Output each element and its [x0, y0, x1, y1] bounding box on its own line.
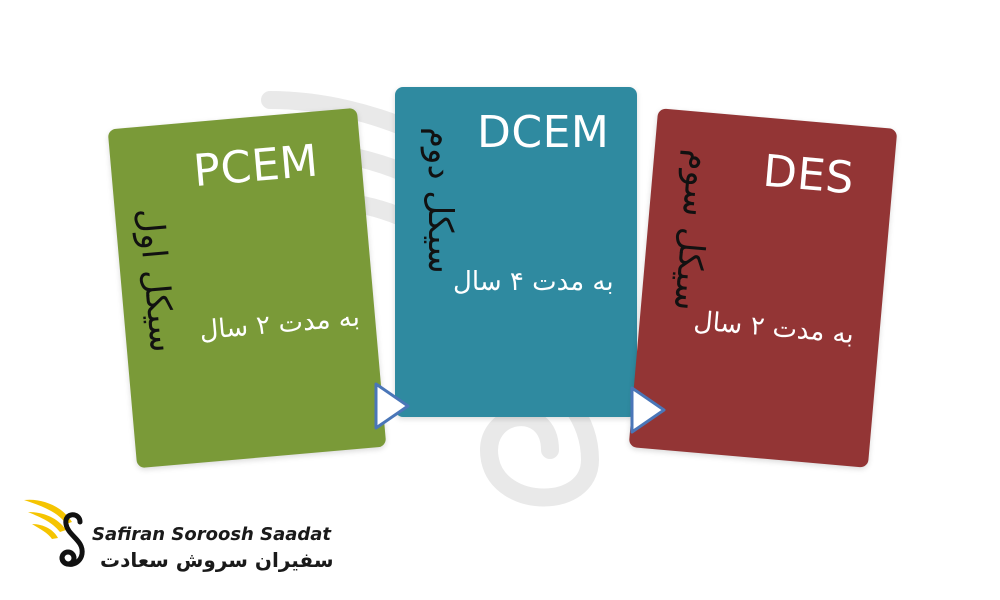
- arrow-right-icon: [630, 386, 666, 434]
- card-duration: به مدت ۴ سال: [453, 267, 614, 297]
- card-cycle-label: سیکل سوم: [665, 148, 720, 313]
- brand-name-english: Safiran Soroosh Saadat: [92, 524, 332, 545]
- brand-logo: Safiran Soroosh Saadat سفیران سروش سعادت: [22, 492, 334, 582]
- card-title: PCEM: [191, 135, 321, 198]
- card-first-cycle: PCEM سیکل اول به مدت ۲ سال: [107, 107, 387, 469]
- card-duration: به مدت ۲ سال: [692, 306, 856, 351]
- card-third-cycle: DES سیکل سوم به مدت ۲ سال: [628, 108, 898, 468]
- swan-logo-icon: [24, 499, 85, 567]
- brand-name-persian: سفیران سروش سعادت: [100, 548, 334, 572]
- card-cycle-label: سیکل دوم: [420, 127, 460, 274]
- card-second-cycle: DCEM سیکل دوم به مدت ۴ سال: [395, 87, 637, 417]
- card-title: DES: [760, 145, 857, 205]
- arrow-right-icon: [374, 382, 410, 430]
- card-duration: به مدت ۲ سال: [198, 302, 361, 347]
- card-cycle-label: سیکل اول: [129, 206, 183, 355]
- card-title: DCEM: [477, 107, 610, 158]
